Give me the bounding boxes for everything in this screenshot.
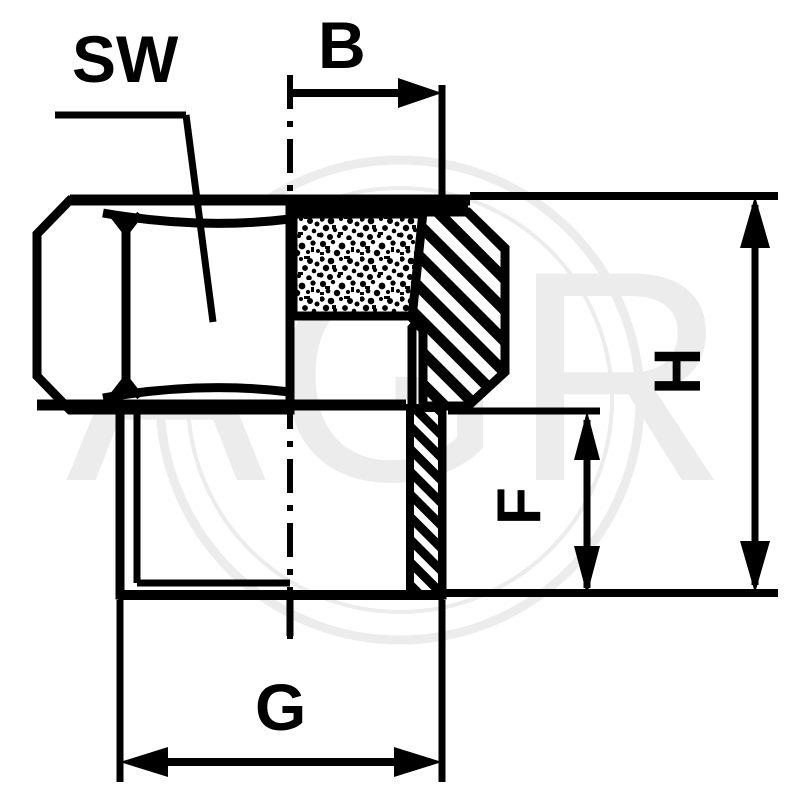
hex-notch-top [109,211,143,238]
h-arrowhead-bottom [740,541,770,593]
dimension-label-sw: SW [72,22,179,96]
hex-notch-bottom [109,373,143,400]
hex-head-outline [32,195,295,415]
f-arrowhead-top [574,411,600,460]
sw-leader-diagonal [182,114,217,323]
stipple-fill [293,214,423,316]
sealing-compound-region [288,209,428,321]
dimension-g: G [116,600,446,782]
internal-step-line [407,312,427,410]
dimension-label-f: F [485,487,554,525]
h-arrowhead-top [740,196,770,248]
g-arrowhead-right [394,747,442,777]
section-hatched-body [407,207,510,411]
dimension-f: F [448,407,600,595]
f-arrowhead-bottom [574,546,600,595]
dimension-h: H [444,192,778,597]
dimension-b: B [288,8,446,200]
dimension-label-b: B [318,8,366,82]
threaded-spigot [115,404,447,600]
dimension-sw: SW [55,22,217,323]
spigot-wall-hatch [410,408,442,595]
g-arrowhead-left [120,747,168,777]
b-arrowhead-right [398,78,442,108]
body-section-hatch [407,207,510,411]
dimension-label-h: H [640,347,714,395]
dimension-label-g: G [255,670,306,744]
